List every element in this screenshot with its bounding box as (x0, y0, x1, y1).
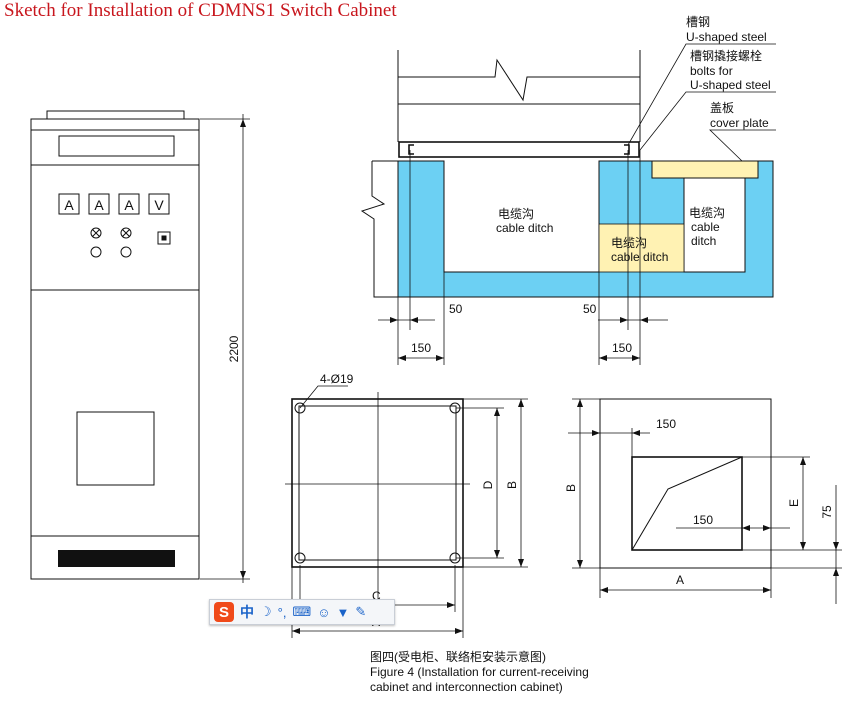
name-plate (58, 135, 175, 157)
moon-icon[interactable]: ☽ (260, 604, 272, 619)
plan-dim-c: C (372, 589, 381, 603)
opening-dim-e: E (787, 499, 801, 507)
ammeter-1 (58, 193, 80, 215)
opening-dim-a: A (676, 573, 684, 587)
height-value: 2200 (227, 335, 241, 362)
plan-dim-d: D (481, 480, 495, 489)
holes-label: 4-Ø19 (320, 372, 354, 386)
cover-label-en: cover plate (710, 116, 769, 130)
caption-cn: 图四(受电柜、联络柜安装示意图) (370, 650, 546, 664)
u-steel-label-en: U-shaped steel (686, 30, 767, 44)
holes-leader (299, 385, 348, 409)
caption-en-1: Figure 4 (Installation for current-recei… (370, 665, 589, 679)
floor-slab (599, 398, 772, 569)
meter-label-3: A (124, 197, 134, 213)
u-steel (398, 141, 640, 158)
page-title: Sketch for Installation of CDMNS1 Switch… (4, 0, 397, 21)
wrench-icon[interactable]: ✎ (355, 604, 367, 619)
cabinet-top-cap (46, 110, 185, 120)
dim-150-right: 150 (612, 341, 632, 355)
opening-dim-b: B (564, 484, 578, 492)
caption-en-2: cabinet and interconnection cabinet) (370, 680, 563, 694)
button-icon (90, 246, 102, 258)
mounting-hole (294, 552, 306, 564)
mid-ditch-label-cn: 电缆沟 (611, 236, 647, 250)
punctuation-icon[interactable]: °, (277, 604, 287, 620)
cabinet-base-bar (58, 550, 175, 567)
sogou-logo-icon[interactable]: S (214, 602, 234, 622)
switch-icon (157, 231, 171, 245)
section-view: 槽钢 U-shaped steel 槽钢撬接螺栓 bolts for U-sha… (360, 15, 776, 365)
main-ditch-label-en: cable ditch (496, 221, 553, 235)
dim-150-left: 150 (411, 341, 431, 355)
bolts-label-en-1: bolts for (690, 64, 733, 78)
lamp-icon (120, 227, 132, 239)
bolt-leader (639, 91, 776, 151)
meter-label-4: V (154, 197, 164, 213)
ime-mode-toggle[interactable]: 中 (240, 604, 254, 620)
mounting-hole (294, 402, 306, 414)
opening-dim-75: 75 (820, 505, 834, 519)
dim-50-right: 50 (583, 302, 597, 316)
u-steel-leader (627, 43, 776, 146)
plan-dim-b: B (505, 481, 519, 489)
figure-caption: 图四(受电柜、联络柜安装示意图) Figure 4 (Installation … (370, 650, 589, 695)
right-ditch-label-en-1: cable (691, 220, 720, 234)
cover-label-cn: 盖板 (710, 101, 734, 115)
opening-view: B 150 150 E 75 A (564, 398, 842, 604)
skin-shirt-icon[interactable]: ▼ (336, 604, 350, 620)
ammeter-3 (118, 193, 140, 215)
meter-label-1: A (64, 197, 74, 213)
indicator-lamps (90, 227, 171, 258)
cabinet-body (30, 118, 200, 580)
cover-plate (651, 160, 759, 179)
window-panel (76, 411, 155, 486)
break-line (398, 58, 640, 102)
main-ditch-label-cn: 电缆沟 (498, 207, 534, 221)
dim-50-left: 50 (449, 302, 463, 316)
base-frame (291, 398, 464, 568)
cover-leader (709, 129, 776, 162)
meter-row: A A A V (58, 193, 170, 215)
meter-label-2: A (94, 197, 104, 213)
keyboard-icon[interactable]: ⌨ (292, 604, 312, 619)
ime-toolbar[interactable]: S 中 ☽ °, ⌨ ☺ ▼ ✎ (209, 599, 395, 625)
opening-diagonal (631, 456, 743, 551)
button-icon (120, 246, 132, 258)
height-dimension: 2200 (200, 114, 250, 583)
opening-dim-150-top: 150 (656, 417, 676, 431)
u-steel-label-cn: 槽钢 (686, 15, 710, 29)
inner-cable-ditch (598, 223, 685, 273)
floor-opening (631, 456, 743, 551)
user-icon[interactable]: ☺ (317, 604, 331, 620)
bolts-label-en-2: U-shaped steel (690, 78, 771, 92)
ammeter-2 (88, 193, 110, 215)
right-ditch-label-en-2: ditch (691, 234, 716, 248)
cabinet-front-view: A A A V 2200 (30, 110, 250, 583)
opening-dim-150-mid: 150 (693, 513, 713, 527)
lamp-icon (90, 227, 102, 239)
voltmeter (148, 193, 170, 215)
bolts-label-cn: 槽钢撬接螺栓 (690, 48, 762, 63)
right-ditch-label-cn: 电缆沟 (689, 206, 725, 220)
